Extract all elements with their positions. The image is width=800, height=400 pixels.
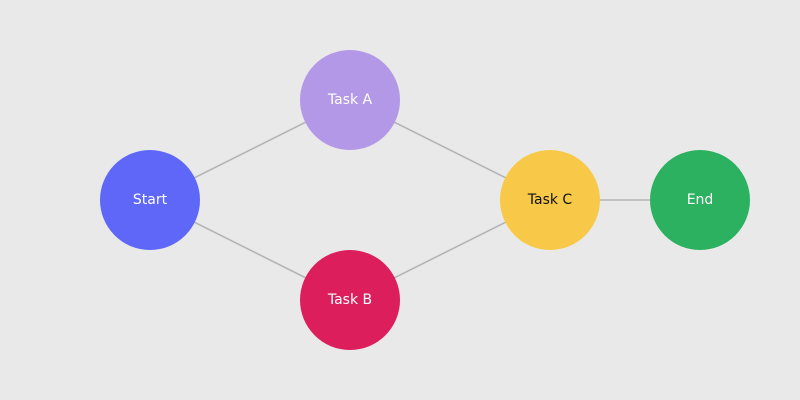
node-start-circle[interactable] bbox=[100, 150, 200, 250]
node-task-b[interactable]: Task B bbox=[300, 250, 400, 350]
edges-layer bbox=[149, 99, 700, 301]
node-task-c[interactable]: Task C bbox=[500, 150, 600, 250]
node-end-label: End bbox=[687, 192, 714, 208]
node-start-label: Start bbox=[133, 192, 168, 208]
node-task-b-label: Task B bbox=[327, 292, 372, 308]
node-task-c-label: Task C bbox=[527, 192, 573, 208]
node-end-circle[interactable] bbox=[650, 150, 750, 250]
node-end[interactable]: End bbox=[650, 150, 750, 250]
node-task-a[interactable]: Task A bbox=[300, 50, 400, 150]
node-task-b-circle[interactable] bbox=[300, 250, 400, 350]
nodes-layer: Start Task A Task B Task C End bbox=[100, 50, 750, 350]
node-task-a-label: Task A bbox=[327, 92, 373, 108]
node-task-a-circle[interactable] bbox=[300, 50, 400, 150]
node-start[interactable]: Start bbox=[100, 150, 200, 250]
node-task-c-circle[interactable] bbox=[500, 150, 600, 250]
